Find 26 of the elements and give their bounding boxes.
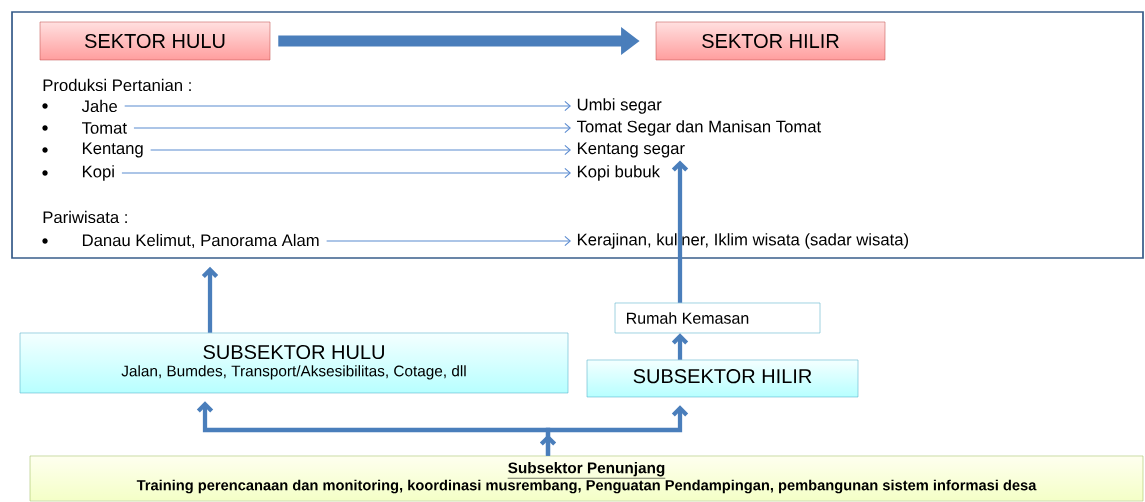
arrow <box>121 167 571 179</box>
arrow <box>201 266 219 333</box>
list-item: Kentang segar <box>577 142 685 158</box>
process-box: Rumah Kemasan <box>614 302 821 334</box>
list-item: Danau Kelimut, Panorama Alam <box>82 233 319 249</box>
sector-box: SEKTOR HILIR <box>655 21 886 61</box>
sector-box: SEKTOR HULU <box>39 21 271 61</box>
arrow <box>133 122 571 134</box>
list-item: Kopi bubuk <box>577 165 660 181</box>
arrow <box>326 235 571 247</box>
subsector-box: SUBSEKTOR HILIR <box>586 359 859 398</box>
arrow <box>671 333 689 360</box>
list-item: Kopi <box>82 165 114 181</box>
list-item: Kentang <box>82 142 143 158</box>
section-heading: Produksi Pertanian : <box>43 78 191 92</box>
arrow <box>150 144 571 156</box>
arrow <box>124 100 571 112</box>
list-item: Tomat Segar dan Manisan Tomat <box>577 120 822 136</box>
list-item: Umbi segar <box>577 98 662 114</box>
section-heading: Pariwisata : <box>43 210 127 224</box>
arrow <box>671 160 689 303</box>
list-item: Tomat <box>82 122 127 134</box>
list-item: Jahe <box>81 99 117 113</box>
arrow <box>545 405 689 456</box>
subsector-box: SUBSEKTOR HULU Jalan, Bumdes, Transport/Aksesibilitas, Cotage, dll <box>19 332 569 394</box>
support-box: Subsektor Penunjang Training perencanaan dan monitoring, koordinasi musrembang, Penguatan Pendampingan, pembangunan sistem informasi desa <box>29 455 1144 502</box>
